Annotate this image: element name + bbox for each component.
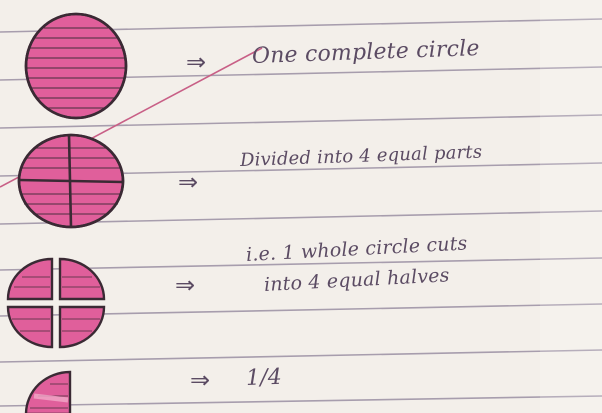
single-quarter-figure	[24, 370, 72, 413]
whole-circle-figure	[24, 12, 128, 120]
separated-quarters-figure	[6, 257, 106, 349]
arrow-icon: ⇒	[175, 271, 196, 299]
divided-circle-figure	[17, 133, 125, 229]
arrow-icon: ⇒	[178, 168, 199, 196]
arrow-icon: ⇒	[186, 48, 207, 76]
note-one-quarter: 1/4	[245, 364, 283, 391]
arrow-icon: ⇒	[190, 366, 211, 394]
